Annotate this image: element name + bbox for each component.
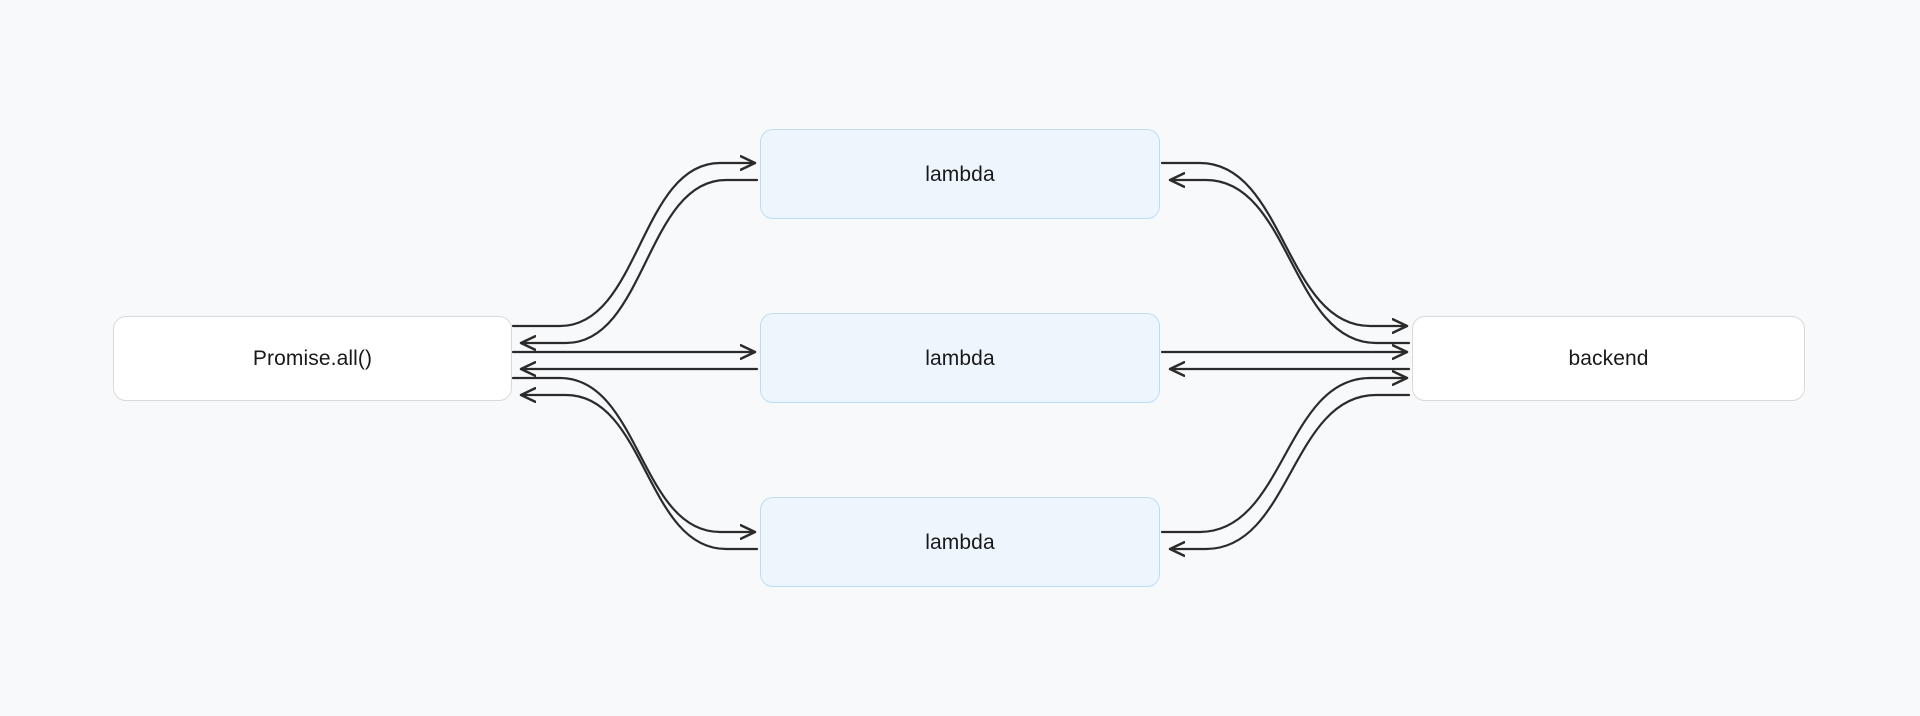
edge-promise-to-lambda-1	[511, 163, 755, 328]
node-lambda-1[interactable]: lambda	[760, 129, 1160, 219]
edge-backend-to-lambda-3	[1170, 393, 1411, 549]
edge-lambda-1-to-promise	[521, 178, 759, 343]
edge-promise-to-lambda-3	[511, 376, 755, 532]
node-lambda-3-label: lambda	[925, 530, 995, 554]
node-lambda-3[interactable]: lambda	[760, 497, 1160, 587]
node-backend-label: backend	[1568, 347, 1649, 370]
edge-backend-to-lambda-1	[1170, 180, 1411, 345]
node-promise-all-label: Promise.all()	[252, 347, 373, 370]
node-lambda-2[interactable]: lambda	[760, 313, 1160, 403]
node-lambda-1-label: lambda	[925, 162, 995, 186]
edge-lambda-3-to-backend	[1160, 378, 1407, 534]
node-backend[interactable]: backend	[1412, 316, 1805, 401]
node-lambda-2-label: lambda	[925, 346, 995, 370]
edge-lambda-3-to-promise	[521, 395, 759, 551]
node-promise-all[interactable]: Promise.all()	[113, 316, 512, 401]
edge-lambda-1-to-backend	[1160, 161, 1407, 326]
